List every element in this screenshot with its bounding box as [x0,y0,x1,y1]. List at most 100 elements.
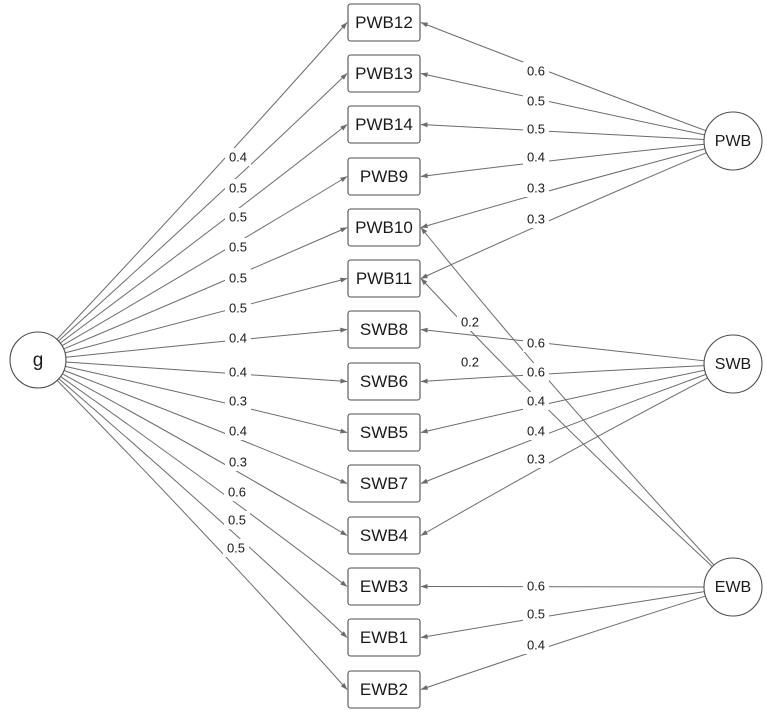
edge-label-g-PWB14: 0.5 [229,209,247,224]
indicator-node-SWB4[interactable]: SWB4 [347,516,421,555]
indicator-node-EWB1[interactable]: EWB1 [347,618,421,657]
indicator-box [347,105,421,144]
edge-label-halo [523,210,549,228]
edge-label-SWB-SWB6: 0.6 [527,364,545,379]
edge-label-halo [523,179,549,197]
edge-label-g-SWB8: 0.4 [229,330,247,345]
edge-label-halo [523,62,549,80]
edge-PWB-to-PWB13 [420,72,705,136]
indicator-node-PWB10[interactable]: PWB10 [347,208,421,247]
latent-circle [9,331,67,389]
latent-label: EWB [715,579,751,596]
edge-label-PWB-PWB11: 0.3 [527,211,545,226]
edge-label-halo [224,511,250,529]
edge-g-to-PWB13 [58,73,348,342]
edge-g-to-PWB11 [64,277,348,354]
indicator-label: PWB9 [360,167,408,186]
edge-EWB-to-PWB10 [420,227,715,566]
edge-label-halo [224,483,250,501]
latent-circle [703,557,763,617]
edge-SWB-to-SWB7 [420,373,707,484]
indicator-label: PWB13 [355,64,413,83]
edge-g-to-EWB2 [56,380,348,690]
edge-label-g-EWB3: 0.6 [228,484,246,499]
edge-label-g-SWB4: 0.3 [229,454,247,469]
edge-label-PWB-PWB13: 0.5 [527,93,545,108]
edge-label-g-PWB13: 0.5 [229,180,247,195]
edge-labels-layer: 0.4 0.5 0.5 0.5 0.5 0.5 0.4 0.4 0.3 0.4 0.3 0.6 0.5 0… [223,62,549,654]
latent-node-EWB[interactable]: EWB [703,557,763,617]
edge-label-EWB-PWB11: 0.2 [461,354,479,369]
edge-label-halo [523,120,549,138]
indicator-label: SWB4 [360,526,408,545]
edge-label-EWB-EWB2: 0.4 [527,637,545,652]
edge-g-to-EWB1 [58,378,348,638]
indicator-label: SWB6 [360,372,408,391]
latent-node-g[interactable]: g [9,331,67,389]
indicator-label: SWB8 [360,320,408,339]
indicator-box [347,516,421,555]
indicator-box [347,362,421,401]
indicator-label: PWB14 [355,115,413,134]
indicator-box [347,208,421,247]
edge-label-halo [523,636,549,654]
latent-node-PWB[interactable]: PWB [703,111,763,171]
edge-g-to-PWB10 [63,227,348,350]
edge-PWB-to-PWB11 [420,152,707,279]
edge-label-halo [225,269,251,287]
indicator-node-EWB3[interactable]: EWB3 [347,567,421,606]
indicator-node-PWB12[interactable]: PWB12 [347,3,421,42]
indicator-label: PWB12 [355,13,413,32]
edge-label-g-PWB12: 0.4 [229,149,247,164]
indicator-box [347,259,421,298]
edge-label-SWB-SWB8: 0.6 [527,335,545,350]
edge-g-to-PWB9 [61,176,348,347]
edge-label-SWB-SWB5: 0.4 [527,393,545,408]
edge-label-halo [523,334,549,352]
nodes-layer: PWB12PWB13PWB14PWB9PWB10PWB11SWB8SWB6SWB… [9,3,763,709]
edge-label-halo [523,363,549,381]
indicator-label: SWB7 [360,474,408,493]
edge-SWB-to-SWB4 [420,377,708,536]
latent-circle [703,334,763,394]
edge-EWB-to-PWB11 [420,278,713,567]
edge-label-halo [523,392,549,410]
edge-g-to-SWB8 [65,327,348,358]
edge-label-g-PWB11: 0.5 [229,300,247,315]
edge-PWB-to-PWB14 [420,122,705,140]
indicator-box [347,464,421,503]
edge-label-g-PWB9: 0.5 [229,239,247,254]
indicator-node-EWB2[interactable]: EWB2 [347,670,421,709]
latent-circle [703,111,763,171]
latent-node-SWB[interactable]: SWB [703,334,763,394]
edge-label-halo [225,299,251,317]
indicator-box [347,618,421,657]
indicator-node-PWB13[interactable]: PWB13 [347,54,421,93]
indicator-node-SWB5[interactable]: SWB5 [347,413,421,452]
edge-g-to-SWB7 [63,369,348,484]
indicator-node-SWB7[interactable]: SWB7 [347,464,421,503]
edge-label-PWB-PWB10: 0.3 [527,180,545,195]
edge-label-halo [223,539,249,557]
edge-label-halo [523,605,549,623]
edge-label-SWB-SWB4: 0.3 [527,451,545,466]
edge-label-halo [523,577,549,595]
edge-PWB-to-PWB10 [420,148,706,229]
edge-label-halo [225,392,251,410]
edge-label-halo [225,148,251,166]
edge-label-halo [457,313,483,331]
indicator-node-PWB9[interactable]: PWB9 [347,157,421,196]
edge-label-g-SWB7: 0.4 [229,423,247,438]
indicator-node-PWB14[interactable]: PWB14 [347,105,421,144]
indicator-label: EWB2 [360,680,408,699]
indicator-node-SWB8[interactable]: SWB8 [347,310,421,349]
edge-label-g-EWB2: 0.5 [227,540,245,555]
edge-EWB-to-EWB1 [420,591,705,639]
edge-g-to-PWB12 [56,22,348,340]
edge-label-halo [225,208,251,226]
edge-SWB-to-SWB6 [420,365,705,384]
indicator-node-SWB6[interactable]: SWB6 [347,362,421,401]
indicator-node-PWB11[interactable]: PWB11 [347,259,421,298]
